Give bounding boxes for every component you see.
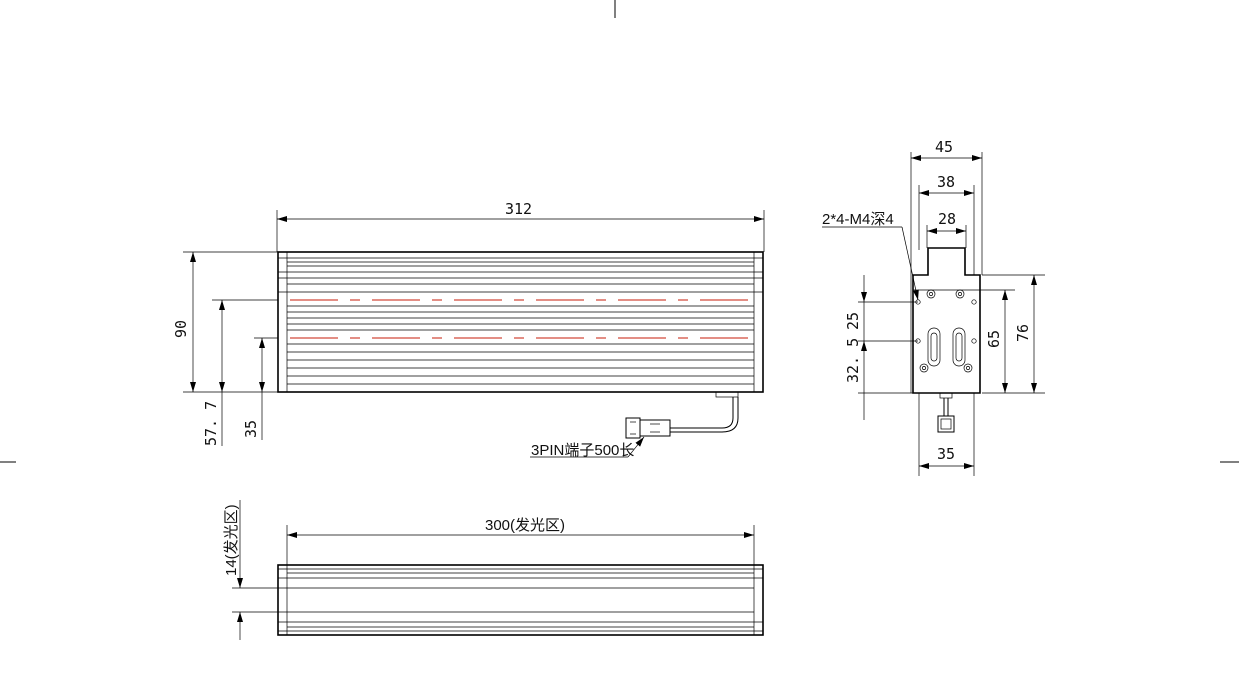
dim-32-5: 32. 5 — [844, 338, 862, 383]
dim-38: 38 — [937, 173, 955, 191]
dim-25: 25 — [844, 312, 862, 330]
dim-300: 300(发光区) — [485, 517, 565, 534]
dim-65: 65 — [985, 330, 1003, 348]
dim-312: 312 — [505, 200, 532, 218]
front-view: 3PIN端子500长 312 90 57. 7 35 — [172, 200, 765, 459]
dim-14: 14(发光区) — [223, 504, 240, 576]
connector-note: 3PIN端子500长 — [531, 442, 634, 459]
dim-28: 28 — [938, 210, 956, 228]
dim-35-side: 35 — [937, 445, 955, 463]
fin-lines — [278, 257, 763, 385]
dim-35-front: 35 — [242, 420, 260, 438]
dim-45: 45 — [935, 138, 953, 156]
connector-cable — [625, 391, 739, 439]
dim-90: 90 — [172, 320, 190, 338]
frame-marks — [0, 0, 1239, 463]
thread-note: 2*4-M4深4 — [822, 211, 894, 228]
dim-76: 76 — [1014, 324, 1032, 342]
side-view: 45 38 28 2*4-M4深4 25 32. 5 65 — [822, 138, 1045, 476]
bottom-view: 300(发光区) 14(发光区) — [223, 500, 764, 640]
dim-57-7: 57. 7 — [202, 401, 220, 446]
